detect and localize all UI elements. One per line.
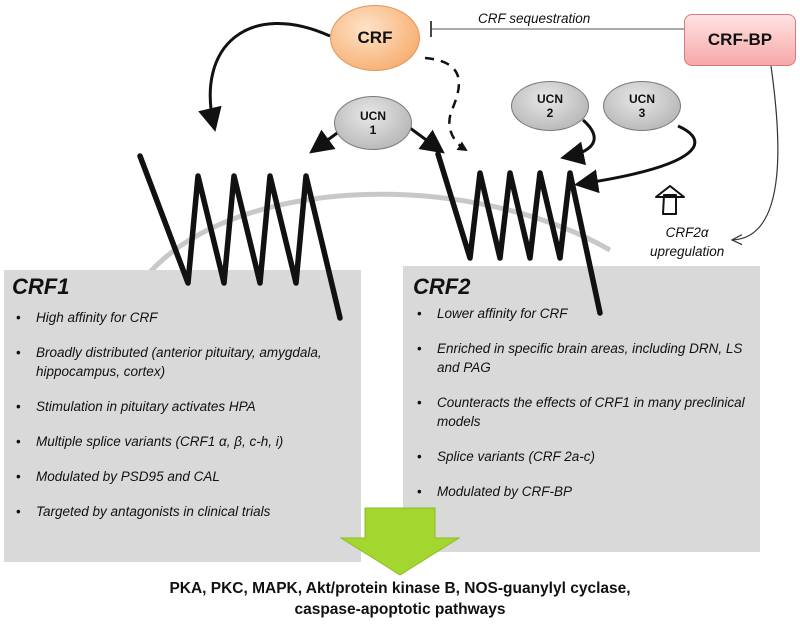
ucn3-name: UCN [629, 92, 655, 106]
upregulation-label-line2: upregulation [650, 244, 725, 259]
pathways-text: PKA, PKC, MAPK, Akt/protein kinase B, NO… [0, 578, 800, 620]
pathways-down-arrow-icon [339, 507, 461, 576]
sequestration-label: CRF sequestration [478, 11, 591, 26]
ucn3-node: UCN 3 [603, 81, 681, 131]
list-item: High affinity for CRF [12, 308, 357, 327]
upregulation-up-arrow-icon [655, 185, 685, 215]
list-item: Broadly distributed (anterior pituitary,… [12, 343, 357, 381]
upregulation-label-line1: CRF2α [665, 225, 709, 240]
list-item: Enriched in specific brain areas, includ… [413, 339, 753, 377]
crfbp-upregulation-arrow [732, 65, 779, 240]
list-item: Multiple splice variants (CRF1 α, β, c-h… [12, 432, 357, 451]
crf2-title: CRF2 [413, 274, 471, 299]
ucn1-to-crf2-arrow [409, 126, 445, 154]
crf-bp-label: CRF-BP [707, 30, 773, 49]
ucn2-to-crf2-arrow [560, 118, 596, 166]
crf2-panel: CRF2 Lower affinity for CRF Enriched in … [403, 266, 760, 552]
list-item: Modulated by PSD95 and CAL [12, 467, 357, 486]
ucn1-name: UCN [360, 109, 386, 123]
crf1-title: CRF1 [12, 274, 70, 299]
ucn1-number: 1 [369, 123, 377, 137]
ucn3-number: 3 [638, 106, 646, 120]
list-item: Stimulation in pituitary activates HPA [12, 397, 357, 416]
crf2-list: Lower affinity for CRF Enriched in speci… [413, 304, 753, 517]
list-item: Targeted by antagonists in clinical tria… [12, 502, 357, 521]
list-item: Modulated by CRF-BP [413, 482, 753, 501]
crf1-receptor-icon [137, 153, 343, 321]
ucn2-node: UCN 2 [511, 81, 589, 131]
ucn1-node: UCN 1 [334, 96, 412, 150]
crf2-receptor-icon [435, 151, 603, 316]
list-item: Splice variants (CRF 2a-c) [413, 447, 753, 466]
crf-bp-node: CRF-BP [684, 14, 796, 66]
list-item: Lower affinity for CRF [413, 304, 753, 323]
pathways-line2: caspase-apoptotic pathways [294, 601, 506, 618]
ucn2-name: UCN [537, 92, 563, 106]
upregulation-label: CRF2α upregulation [650, 223, 724, 261]
crf-node: CRF [330, 5, 420, 71]
ucn3-to-crf2-arrow [574, 124, 697, 194]
crf-label: CRF [357, 28, 393, 47]
crf-to-crf1-arrow [198, 21, 331, 132]
crf-to-crf2-dashed-arrow [424, 56, 468, 152]
ucn2-number: 2 [546, 106, 554, 120]
crf1-panel: CRF1 High affinity for CRF Broadly distr… [4, 270, 361, 562]
pathways-line1: PKA, PKC, MAPK, Akt/protein kinase B, NO… [169, 580, 631, 597]
list-item: Counteracts the effects of CRF1 in many … [413, 393, 753, 431]
crf1-list: High affinity for CRF Broadly distribute… [12, 308, 357, 537]
